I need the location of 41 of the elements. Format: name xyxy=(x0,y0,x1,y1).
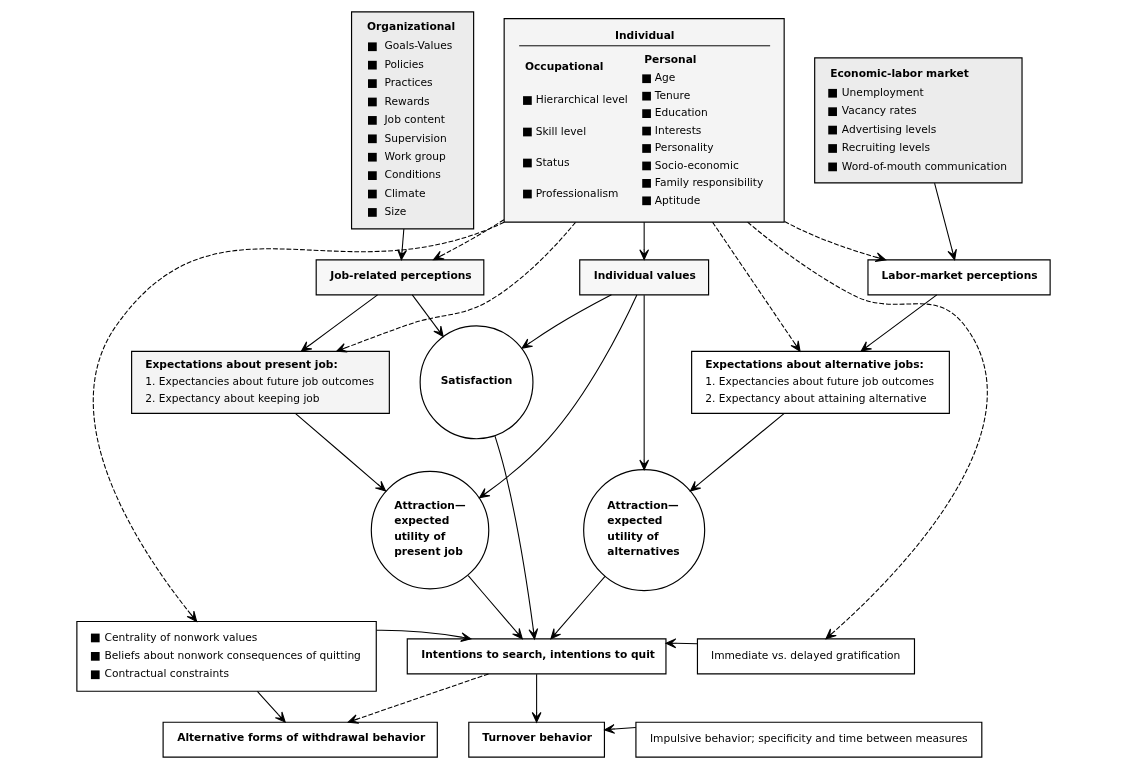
node-box: Labor-market perceptions xyxy=(867,259,1051,296)
arrow xyxy=(479,294,638,499)
arrow xyxy=(521,294,612,349)
node-box: Turnover behavior xyxy=(468,721,606,758)
arrow xyxy=(494,435,539,640)
arrow xyxy=(784,220,887,262)
arrow xyxy=(92,221,505,622)
node-box: Immediate vs. delayed gratification xyxy=(696,638,916,675)
arrow xyxy=(397,228,407,261)
node-box: Individual values xyxy=(579,259,710,296)
node-box: Impulsive behavior; specificity and time between measures xyxy=(635,721,983,758)
arrow xyxy=(860,294,938,352)
node-box: Alternative forms of withdrawal behavior xyxy=(162,721,438,758)
arrow xyxy=(256,690,286,723)
arrow xyxy=(411,294,444,337)
arrow xyxy=(347,673,490,724)
node-box: Centrality of nonwork values Beliefs about nonwork consequences of quitting Contractual constraints xyxy=(76,620,377,692)
node-box: Job-related perceptions xyxy=(315,259,485,296)
node-box: Expectations about present job: 1. Expectancies about future job outcomes 2. Expectancy about keeping job xyxy=(131,350,390,414)
arrow xyxy=(604,724,637,734)
node-box: Organizational Goals-Values Policies Practices Rewards Job content Supervision Work group Conditions Climate Size xyxy=(351,11,475,230)
arrow xyxy=(689,413,785,492)
arrow xyxy=(747,221,988,640)
node-box: Economic-labor market Unemployment Vacancy rates Advertising levels Recruiting levels Word-of-mouth communication xyxy=(814,57,1023,184)
arrow xyxy=(375,629,472,642)
arrow xyxy=(712,221,801,352)
arrow xyxy=(934,182,957,261)
arrow xyxy=(665,638,698,649)
arrow xyxy=(639,221,650,260)
node-box: Intentions to search, intentions to quit xyxy=(406,638,667,675)
node-circle: Attraction— expected utility of alternatives xyxy=(583,469,706,592)
arrow xyxy=(639,294,650,471)
arrow xyxy=(467,575,523,640)
arrow xyxy=(433,219,505,261)
node-box: Individual Occupational Hierarchical level Skill level Status Professionalism Personal Age Tenure Education Interests Personality Socio-economic Family responsibility Aptitude xyxy=(503,18,785,223)
arrow xyxy=(295,413,387,492)
arrow xyxy=(550,575,606,640)
arrow xyxy=(531,673,542,723)
arrow xyxy=(300,294,379,352)
arrow xyxy=(336,221,577,353)
node-box: Expectations about alternative jobs: 1. Expectancies about future job outcomes 2. Expectancy about attaining alternative xyxy=(691,350,950,414)
